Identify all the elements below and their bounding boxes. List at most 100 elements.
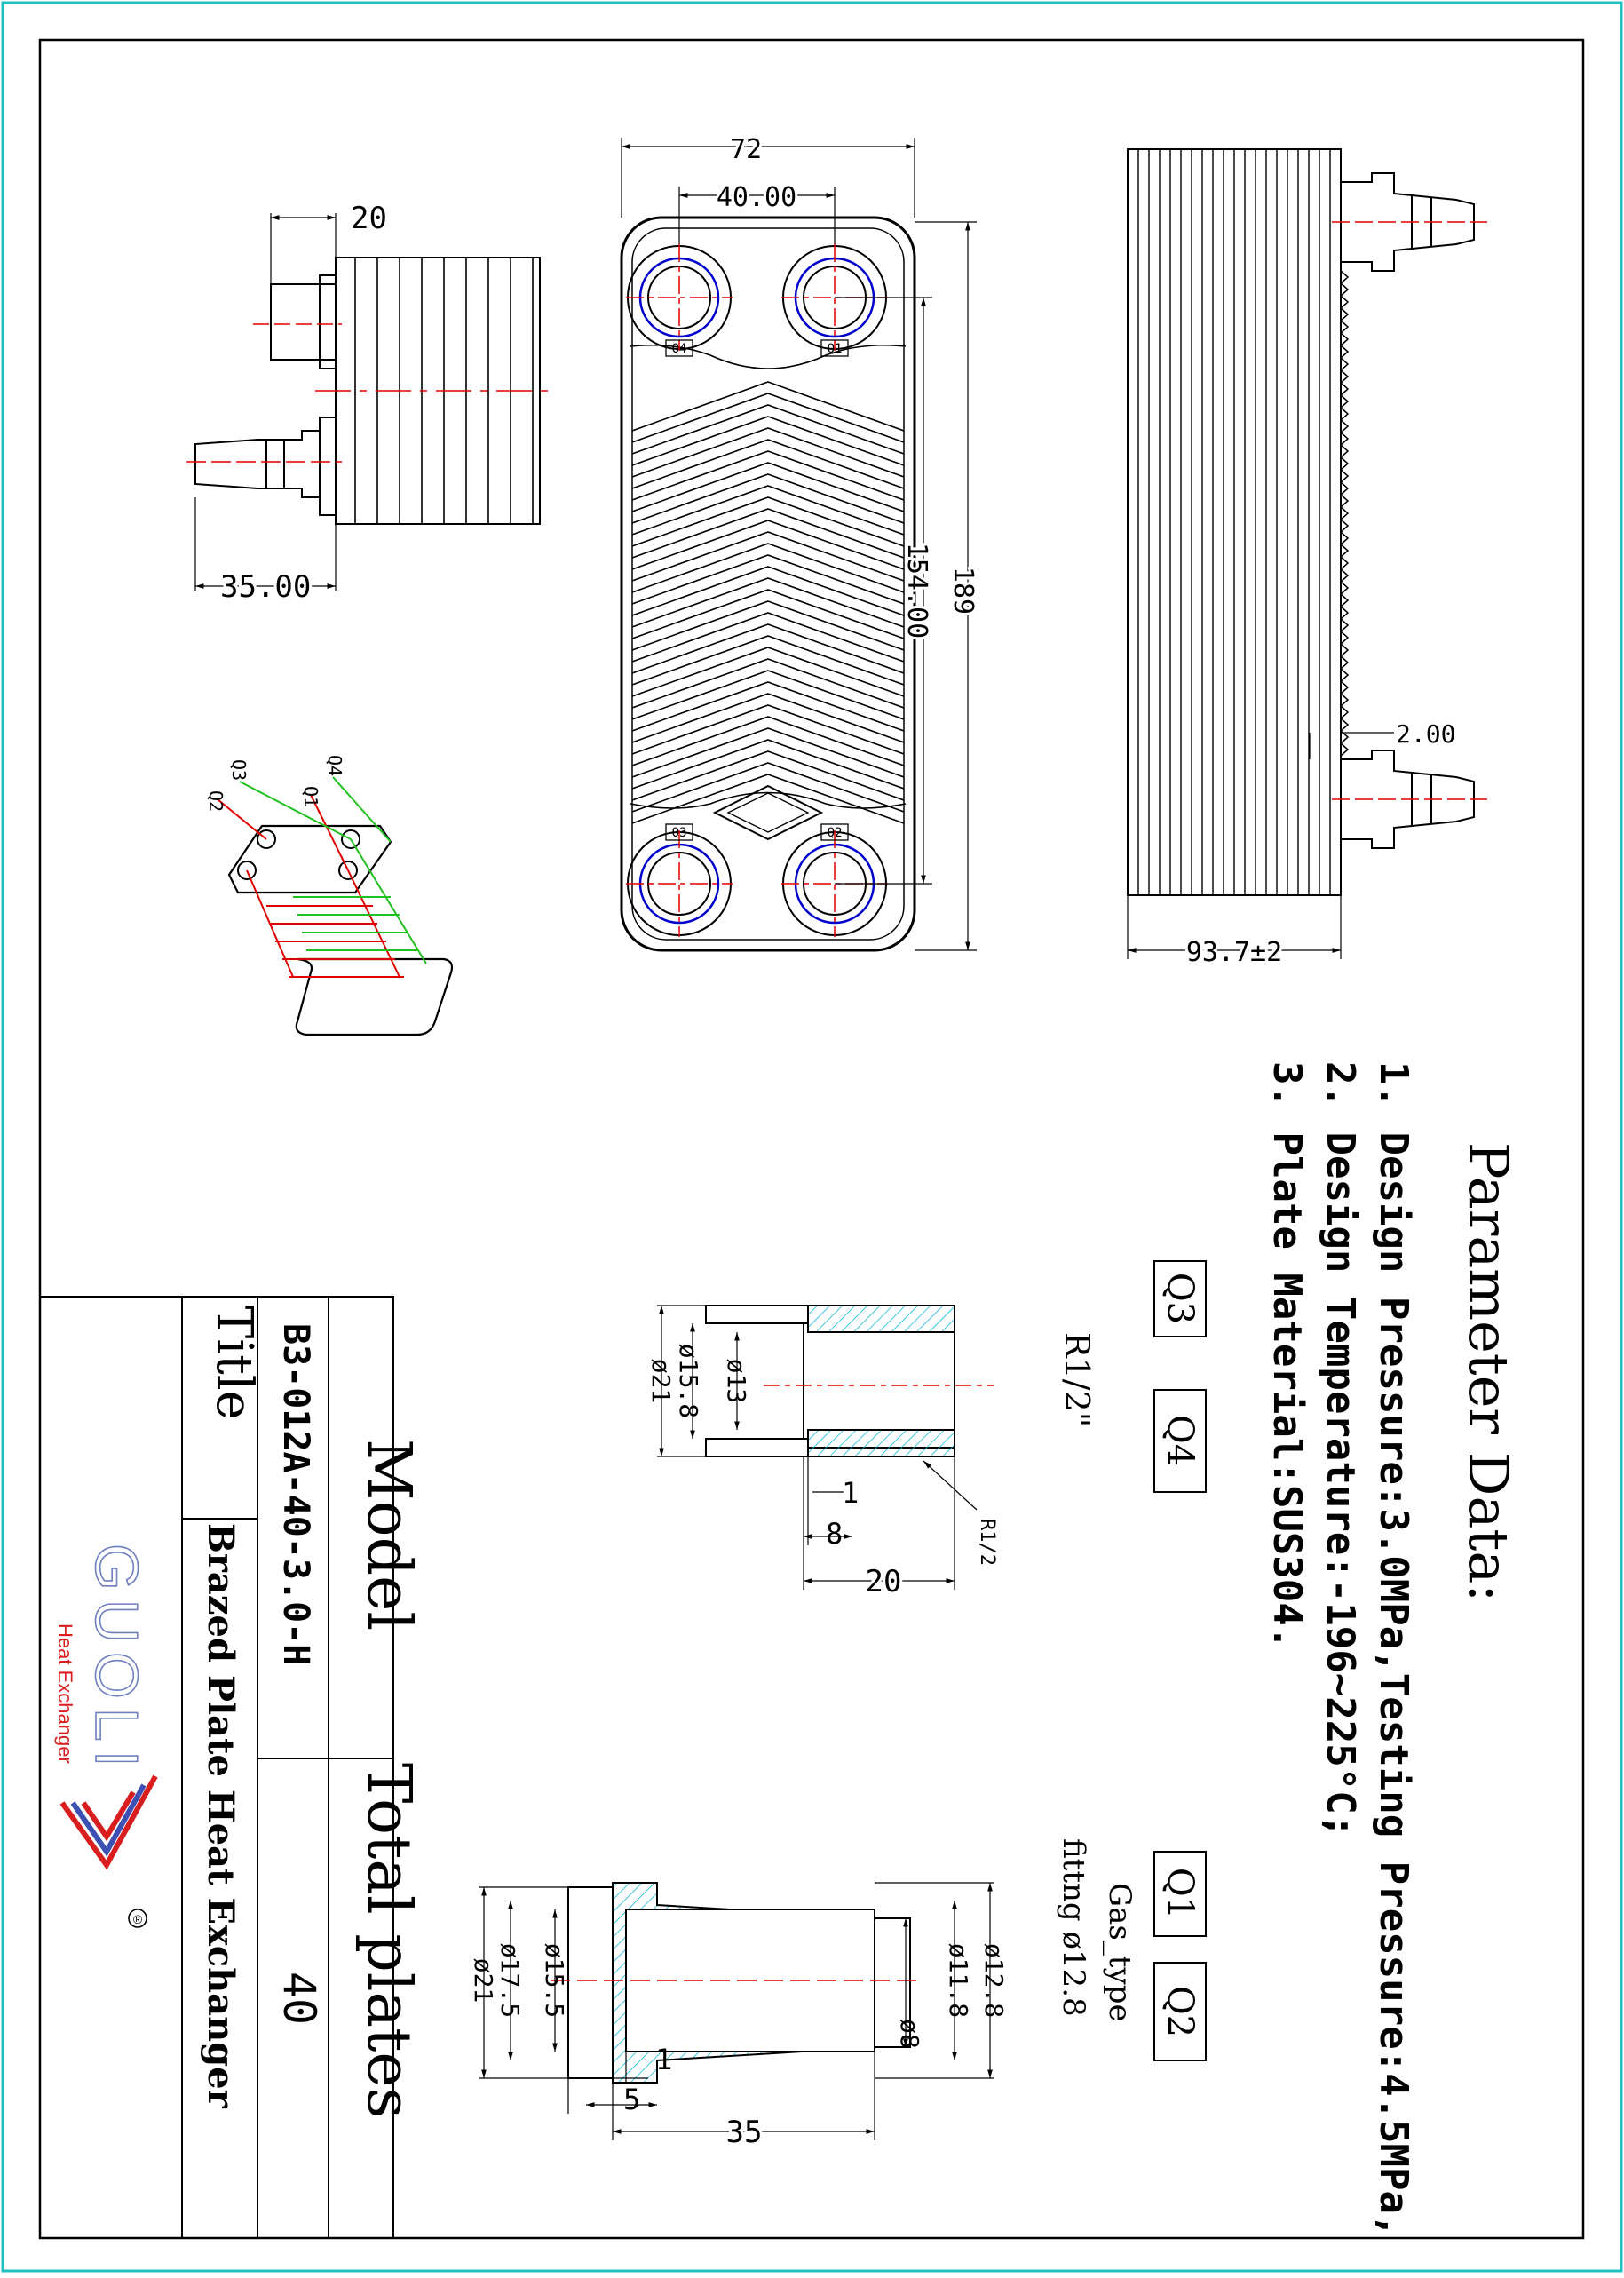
tf-length: 20 (866, 1564, 902, 1599)
parameter-block: Parameter Data: (1456, 1142, 1521, 1602)
tf-thread: R1/2 (976, 1519, 998, 1566)
plate-corrugation-line (631, 774, 905, 824)
tf-step1: 1 (842, 1476, 859, 1510)
gf-step5: 5 (623, 2083, 640, 2116)
plate-corrugation-line (631, 658, 905, 709)
logo-brand: GUOLI (83, 1544, 150, 1776)
logo-chevron-icon (59, 1774, 158, 1870)
thread-note: R1/2" (1058, 1332, 1097, 1427)
plate-corrugation-line (631, 566, 905, 616)
box-q2: Q2 (1160, 1986, 1200, 2037)
title-block (39, 1296, 394, 2239)
gf-d155: ø15.5 (540, 1943, 569, 2018)
plate-corrugation-line (631, 681, 905, 732)
plates-value: 40 (273, 1972, 325, 2025)
front-q3-label: Q3 (672, 826, 687, 840)
tf-d13: ø13 (722, 1359, 751, 1404)
plate-corrugation-line (631, 416, 905, 466)
iso-sketch (217, 776, 454, 1036)
tf-step8: 8 (826, 1517, 843, 1551)
top-view (186, 213, 551, 591)
front-q1-label: Q1 (828, 342, 843, 356)
front-q4-label: Q4 (672, 342, 687, 356)
threaded-fitting-section (657, 1305, 994, 1590)
plate-corrugation-line (631, 381, 905, 432)
plate-corrugation-line (631, 473, 905, 524)
tf-d21: ø21 (646, 1359, 676, 1404)
plate-corrugation-line (631, 589, 905, 639)
port-label-boxes (1153, 1260, 1207, 2061)
parameter-item-1: 1. Design Pressure:3.0MPa,Testing Pressu… (1371, 1061, 1416, 2238)
parameter-item-2: 2. Design Temperature:-196~225°C; (1318, 1061, 1363, 1837)
plate-corrugation-line (631, 554, 905, 605)
gf-d118: ø11.8 (944, 1943, 973, 2018)
side-gap-dim: 2.00 (1396, 719, 1455, 749)
box-q3: Q3 (1160, 1273, 1200, 1324)
front-width-dim: 72 (730, 134, 762, 165)
front-port-v-dim: 154.00 (901, 543, 932, 639)
gf-d21: ø21 (469, 1958, 498, 2004)
plate-corrugation-line (631, 612, 905, 663)
plate-corrugation-line (631, 716, 905, 766)
side-thickness-dim: 93.7±2 (1186, 937, 1282, 968)
plate-corrugation-line (631, 670, 905, 720)
logo-subtitle: Heat Exchanger (54, 1623, 76, 1764)
plate-corrugation-line (631, 693, 905, 743)
model-label: Model (353, 1439, 424, 1631)
gf-d128: ø12.8 (979, 1943, 1009, 2018)
plate-corrugation-line (631, 577, 905, 628)
plate-corrugation-line (631, 393, 905, 443)
plate-corrugation-line (631, 462, 905, 512)
gas-type-line1: Gas_type (1102, 1883, 1137, 2022)
plate-corrugation-line (631, 739, 905, 790)
logo-registered: ® (133, 1912, 143, 1926)
gas-fitting-section (479, 1882, 994, 2140)
front-view (620, 138, 977, 952)
plate-corrugation-line (631, 623, 905, 674)
port-q3 (626, 830, 733, 937)
top-bottom-dim: 35.00 (220, 569, 311, 605)
model-value: B3-012A-40-3.0-H (275, 1323, 316, 1665)
plate-corrugation-line (631, 762, 905, 813)
plate-corrugation-line (631, 520, 905, 570)
plate-corrugation-line (631, 450, 905, 501)
gf-d8: ø8 (895, 2019, 924, 2049)
title-label: Title (205, 1306, 263, 1420)
side-view (1127, 148, 1487, 959)
plate-corrugation-line (631, 531, 905, 582)
title-value: Brazed Plate Heat Exchanger (200, 1523, 242, 2109)
front-port-h-dim: 40.00 (717, 182, 796, 213)
gf-step1: 1 (655, 2043, 672, 2076)
top-depth-dim: 20 (351, 201, 387, 236)
iso-q2-label: Q2 (205, 790, 226, 812)
front-height-dim: 189 (947, 567, 978, 615)
box-q4: Q4 (1160, 1415, 1200, 1466)
plate-corrugation-line (631, 404, 905, 455)
plate-corrugation-line (631, 600, 905, 651)
gf-d175: ø17.5 (495, 1943, 525, 2018)
plate-corrugation-line (631, 508, 905, 559)
plate-corrugation-line (631, 727, 905, 778)
parameter-heading: Parameter Data: (1456, 1142, 1521, 1602)
gas-type-line2: fittng ø12.8 (1056, 1838, 1091, 2017)
plate-corrugation-line (631, 750, 905, 801)
iso-q4-label: Q4 (324, 755, 345, 776)
tf-d158: ø15.8 (674, 1344, 703, 1418)
plate-corrugation-line (631, 647, 905, 697)
parameter-item-3: 3. Plate Material:SUS304. (1264, 1061, 1310, 1649)
plate-corrugation-line (631, 496, 905, 547)
plate-corrugation-line (631, 635, 905, 686)
iso-q1-label: Q1 (300, 786, 321, 807)
front-q2-label: Q2 (828, 826, 843, 840)
gf-length: 35 (726, 2115, 763, 2150)
box-q1: Q1 (1160, 1868, 1200, 1919)
port-q4 (626, 244, 733, 351)
plates-label: Total plates (353, 1763, 424, 2119)
drawing-frame (38, 38, 1585, 2240)
plate-corrugation-line (631, 439, 905, 489)
iso-q3-label: Q3 (228, 759, 250, 781)
plate-corrugation-line (631, 427, 905, 478)
